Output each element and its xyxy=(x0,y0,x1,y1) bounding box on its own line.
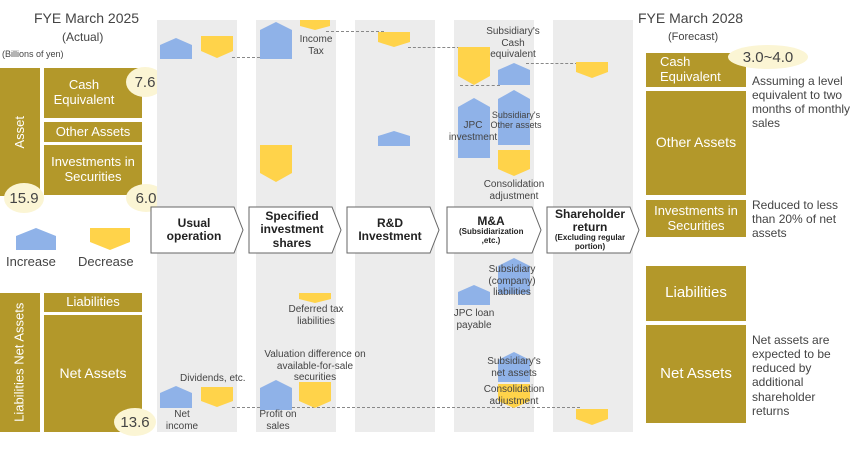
decrease-icon-consolidation-2 xyxy=(498,384,530,408)
annotation-consolidation-2: Consolidation adjustment xyxy=(483,384,545,407)
annotation-subsidiary-other: Subsidiary's Other assets xyxy=(490,110,542,131)
decrease-icon-deferred-tax xyxy=(299,293,331,303)
decrease-icon-valuation xyxy=(299,382,331,408)
value-total-assets: 15.9 xyxy=(4,183,44,213)
annotation-dividends: Dividends, etc. xyxy=(180,373,246,384)
increase-icon-net-income xyxy=(160,386,192,408)
step-arrow-shape xyxy=(150,206,244,254)
step-shareholder-return: Shareholder return (Excluding regular po… xyxy=(546,206,640,254)
dash-line-top-3 xyxy=(408,47,460,48)
step-arrow-shape xyxy=(248,206,342,254)
decrease-icon-cash-usual xyxy=(201,36,233,58)
right-net-assets-note: Net assets are expected to be reduced by… xyxy=(752,333,831,418)
dash-line-top-2 xyxy=(326,31,384,32)
dash-line-bottom xyxy=(232,407,580,408)
increase-icon-subsidiary-liabilities xyxy=(498,258,530,294)
unit-label: (Billions of yen) xyxy=(2,49,64,59)
decrease-icon-cash-shareholder xyxy=(576,62,608,78)
annotation-jpc-investment: JPC investment xyxy=(448,120,498,143)
increase-icon-other-assets-rd xyxy=(378,131,410,146)
right-fye-title: FYE March 2028 xyxy=(638,10,744,26)
left-liabilities: Liabilities xyxy=(44,293,142,312)
annotation-jpc-loan: JPC loan payable xyxy=(453,308,495,331)
increase-icon-subsidiary-other xyxy=(498,90,530,145)
step-sublabel: (Excluding regular portion) xyxy=(554,233,626,252)
legend-decrease-label: Decrease xyxy=(78,254,134,269)
increase-icon-subsidiary-cash xyxy=(498,63,530,85)
left-cash-equivalent: Cash Equivalent xyxy=(44,68,142,118)
annotation-consolidation-1: Consolidation adjustment xyxy=(483,179,545,202)
right-fye-subtitle: (Forecast) xyxy=(668,31,719,43)
increase-icon-jpc-investment xyxy=(458,98,490,158)
increase-icon-cash-usual xyxy=(160,38,192,59)
dash-line-top-1 xyxy=(232,57,260,58)
decrease-icon-cash-rd xyxy=(378,32,410,47)
step-arrow-shape xyxy=(346,206,440,254)
decrease-icon-income-tax xyxy=(300,20,330,30)
increase-icon-subsidiary-net-assets xyxy=(498,352,530,382)
left-fye-subtitle: (Actual) xyxy=(62,30,104,44)
annotation-subsidiary-net-assets: Subsidiary's net assets xyxy=(487,356,541,379)
decrease-icon-dividends xyxy=(201,387,233,407)
dash-line-mid xyxy=(460,85,500,86)
left-investments: Investments in Securities xyxy=(44,145,142,195)
legend-increase-icon xyxy=(16,228,56,250)
legend-increase-label: Increase xyxy=(6,254,56,269)
annotation-income-tax: Income Tax xyxy=(299,34,333,57)
step-label: Shareholder return xyxy=(554,207,626,235)
increase-icon-cash-specified xyxy=(260,22,292,59)
right-net-assets: Net Assets xyxy=(646,325,746,423)
right-investments-note: Reduced to less than 20% of net assets xyxy=(752,198,839,241)
step-rd-investment: R&D Investment xyxy=(346,206,440,254)
right-cash-note: Assuming a level equivalent to two month… xyxy=(752,74,851,131)
increase-icon-profit-sales xyxy=(260,380,292,410)
value-net-assets: 13.6 xyxy=(114,408,156,436)
right-investments: Investments in Securities xyxy=(646,200,746,237)
annotation-profit-sales: Profit on sales xyxy=(259,409,297,432)
step-label: M&A xyxy=(477,213,505,228)
annotation-net-income: Net income xyxy=(165,409,199,432)
increase-icon-jpc-loan xyxy=(458,285,490,305)
left-other-assets: Other Assets xyxy=(44,122,142,142)
left-fye-title: FYE March 2025 xyxy=(34,10,140,26)
dash-line-top-4 xyxy=(526,63,578,64)
annotation-valuation-difference: Valuation difference on available-for-sa… xyxy=(264,349,366,383)
liabilities-net-assets-label: Liabilities Net Assets xyxy=(0,293,40,432)
step-arrow-shape xyxy=(446,206,542,254)
step-label: R&D Investment xyxy=(358,215,422,243)
step-label: Usual operation xyxy=(166,215,222,243)
right-cash-range: 3.0~4.0 xyxy=(728,45,808,69)
decrease-icon-cash-ma xyxy=(458,47,490,85)
annotation-subsidiary-cash: Subsidiary's Cash equivalent xyxy=(486,26,540,60)
right-other-assets: Other Assets xyxy=(646,91,746,195)
step-sublabel: (Subsidiarization ,etc.) xyxy=(459,226,524,245)
step-ma: M&A (Subsidiarization ,etc.) xyxy=(446,206,542,254)
asset-label: Asset xyxy=(0,68,40,196)
right-liabilities: Liabilities xyxy=(646,266,746,321)
annotation-deferred-tax: Deferred tax liabilities xyxy=(288,304,344,327)
step-specified-investment: Specified investment shares xyxy=(248,206,342,254)
annotation-subsidiary-liabilities: Subsidiary (company) liabilities xyxy=(488,264,536,298)
decrease-icon-investments-specified xyxy=(260,145,292,182)
decrease-icon-consolidation-1 xyxy=(498,150,530,176)
decrease-icon-net-assets-shareholder xyxy=(576,409,608,425)
step-arrow-shape xyxy=(546,206,640,254)
legend-decrease-icon xyxy=(90,228,130,250)
step-label: Specified investment shares xyxy=(260,209,324,250)
step-usual-operation: Usual operation xyxy=(150,206,244,254)
